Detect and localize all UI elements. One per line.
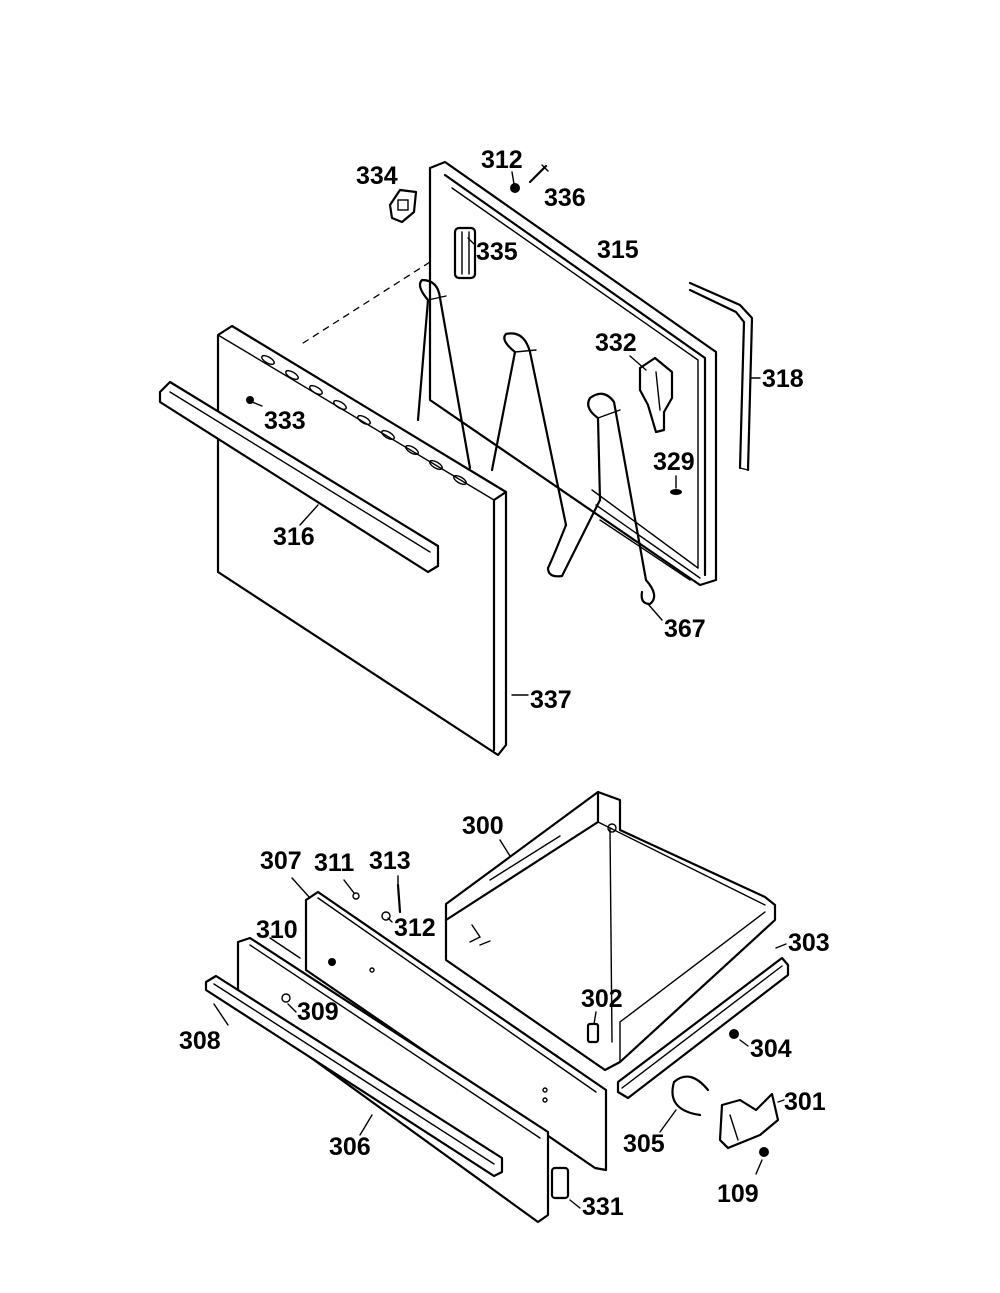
- label-336: 336: [544, 184, 586, 212]
- screw-304: [729, 1029, 739, 1039]
- glide-302: [586, 1022, 600, 1044]
- part-labels: 334 312 336 335 315 318 332 333 329 316 …: [179, 146, 830, 1221]
- screw-313: [396, 883, 402, 914]
- door-inner-liner-315: [428, 160, 718, 587]
- label-335: 335: [476, 238, 518, 266]
- label-367: 367: [664, 615, 706, 643]
- label-301: 301: [784, 1088, 826, 1116]
- gasket-strip-318: [688, 281, 754, 472]
- label-308: 308: [179, 1027, 221, 1055]
- label-302: 302: [581, 985, 623, 1013]
- label-304: 304: [750, 1035, 792, 1063]
- label-315: 315: [597, 236, 639, 264]
- drawer-handle-308: [204, 974, 504, 1178]
- label-316: 316: [273, 523, 315, 551]
- nut-312-lower: [381, 911, 391, 921]
- door-handle-316: [158, 380, 440, 574]
- label-333: 333: [264, 407, 306, 435]
- label-337: 337: [530, 686, 572, 714]
- screw-312-top: [510, 183, 520, 193]
- screw-329: [670, 489, 682, 495]
- label-306: 306: [329, 1133, 371, 1161]
- label-310: 310: [256, 916, 298, 944]
- screw-336: [528, 164, 549, 184]
- label-329: 329: [653, 448, 695, 476]
- hinge-slot-335: [453, 226, 477, 280]
- label-303: 303: [788, 929, 830, 957]
- drawer-rail-303: [616, 956, 790, 1100]
- label-312-top: 312: [481, 146, 523, 174]
- clip-334: [388, 188, 418, 224]
- label-109: 109: [717, 1180, 759, 1208]
- label-307: 307: [260, 847, 302, 875]
- bracket-301: [718, 1092, 780, 1150]
- label-312-lower: 312: [394, 914, 436, 942]
- hinge-bracket-332: [638, 356, 674, 434]
- leader-lines: [213, 171, 787, 1209]
- label-313: 313: [369, 847, 411, 875]
- label-305: 305: [623, 1130, 665, 1158]
- label-309: 309: [297, 998, 339, 1026]
- hardware-311: [352, 892, 360, 900]
- label-331: 331: [582, 1193, 624, 1221]
- label-334: 334: [356, 162, 398, 190]
- roller-305: [671, 1075, 710, 1117]
- screw-109: [759, 1147, 769, 1157]
- glide-331: [550, 1166, 570, 1200]
- drawer-front-panel-307: [304, 890, 608, 1172]
- label-332: 332: [595, 329, 637, 357]
- label-300: 300: [462, 812, 504, 840]
- alignment-guide-line: [299, 261, 431, 346]
- screw-310: [328, 958, 336, 966]
- door-springs-367: [416, 278, 656, 606]
- outer-door-panel-337: [216, 324, 508, 757]
- label-318: 318: [762, 365, 804, 393]
- drawer-body-300: [444, 790, 777, 1072]
- label-311: 311: [314, 849, 354, 877]
